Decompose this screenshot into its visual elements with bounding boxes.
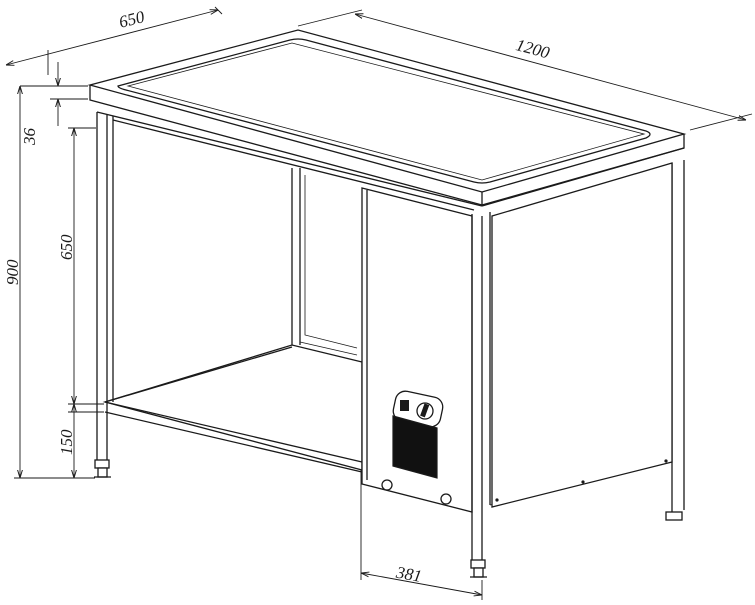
leg-front-right bbox=[470, 212, 491, 578]
dim-label-650-top: 650 bbox=[117, 7, 147, 32]
dim-label-900: 900 bbox=[3, 259, 22, 285]
dimension-36-top-thickness: 36 bbox=[20, 62, 88, 146]
leg-front-left bbox=[94, 112, 114, 478]
leg-back-left bbox=[291, 168, 301, 348]
dimension-150-shelf: 150 bbox=[57, 404, 104, 478]
back-compartment-panel bbox=[299, 175, 358, 356]
side-panel-right bbox=[491, 162, 673, 508]
power-switch-icon bbox=[400, 400, 409, 411]
dim-label-381: 381 bbox=[394, 563, 423, 586]
dimension-650-width: 650 bbox=[6, 6, 223, 75]
worktable bbox=[87, 29, 687, 578]
dim-label-150: 150 bbox=[57, 429, 76, 455]
drain-plug-left-icon bbox=[381, 479, 393, 491]
dim-label-36: 36 bbox=[20, 128, 39, 147]
control-panel bbox=[392, 390, 444, 428]
drain-plug-right-icon bbox=[440, 493, 452, 505]
dimension-900-height: 900 bbox=[3, 86, 95, 479]
dim-label-650-frame: 650 bbox=[57, 234, 76, 260]
worktop bbox=[87, 29, 687, 206]
dimension-381-compartment: 381 bbox=[361, 470, 482, 600]
lower-shelf bbox=[102, 344, 363, 473]
ventilation-grille bbox=[392, 415, 438, 479]
